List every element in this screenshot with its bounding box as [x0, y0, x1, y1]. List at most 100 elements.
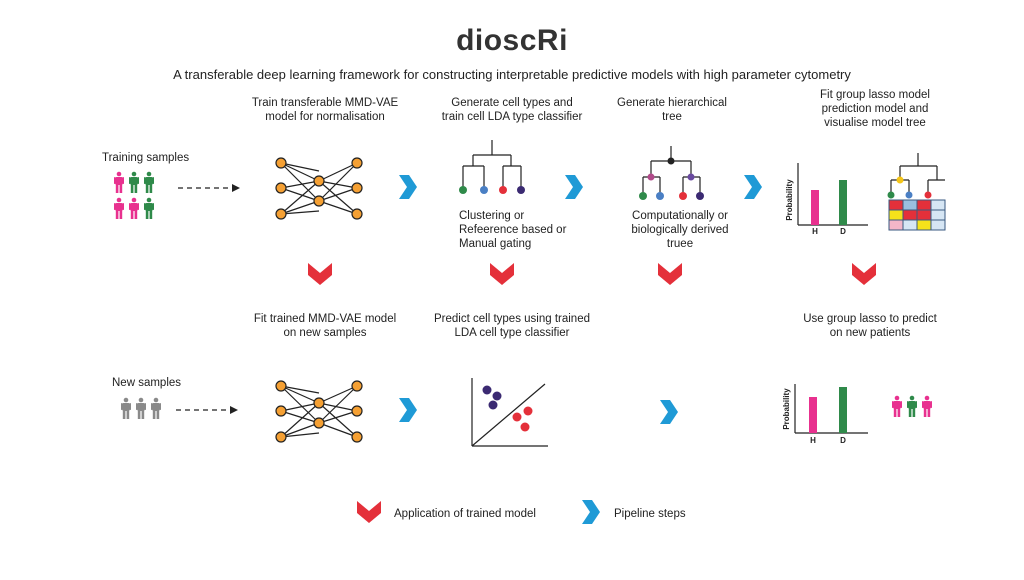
- person-icon: [144, 197, 154, 219]
- probability-bar-chart-bottom: Probability H D: [782, 384, 868, 445]
- tree-leaf: [639, 192, 647, 200]
- diagram-subtitle: A transferable deep learning framework f…: [173, 67, 851, 82]
- network-node: [313, 195, 325, 207]
- network-node: [351, 431, 363, 443]
- legend-red-label: Application of trained model: [394, 508, 536, 520]
- tree-leaf: [887, 191, 895, 199]
- bar-tick-h: H: [810, 436, 816, 445]
- network-node: [313, 417, 325, 429]
- tree-leaf: [696, 192, 704, 200]
- person-icon: [114, 197, 124, 219]
- bar-tick-d: D: [840, 436, 846, 445]
- tree-leaf: [679, 192, 687, 200]
- pipeline-step-chevron-icon: [744, 175, 762, 199]
- scatter-point: [512, 412, 522, 422]
- apply-model-chevron-icon: [308, 263, 332, 285]
- new-samples-label: New samples: [112, 377, 182, 389]
- person-icon: [136, 397, 146, 419]
- person-icon: [129, 197, 139, 219]
- person-icon: [892, 395, 902, 417]
- dashed-arrow-bottom: [176, 406, 238, 414]
- vae-network-top: [275, 157, 363, 220]
- person-icon: [907, 395, 917, 417]
- bar-tick-d: D: [840, 227, 846, 236]
- bar-d: [839, 180, 847, 225]
- network-node: [275, 431, 287, 443]
- network-node: [313, 175, 325, 187]
- apply-model-chevron-icon: [852, 263, 876, 285]
- hierarchical-tree: [642, 146, 701, 195]
- network-node: [351, 380, 363, 392]
- person-icon: [121, 397, 131, 419]
- training-samples-people: [114, 171, 154, 219]
- network-node: [351, 157, 363, 169]
- tree-node: [687, 173, 695, 181]
- heatmap: [888, 199, 946, 231]
- model-tree: [890, 153, 945, 194]
- bar-ylabel-top: Probability: [785, 179, 794, 221]
- pipeline-step-chevron-icon: [565, 175, 583, 199]
- cell-type-leaf: [499, 186, 507, 194]
- cell-type-leaf: [517, 186, 525, 194]
- person-icon: [151, 397, 161, 419]
- scatter-point: [520, 422, 530, 432]
- scatter-point: [492, 391, 502, 401]
- network-node: [275, 208, 287, 220]
- network-node: [275, 380, 287, 392]
- pipeline-step-chevron-icon: [399, 398, 417, 422]
- cell-type-leaf: [480, 186, 488, 194]
- person-icon: [129, 171, 139, 193]
- person-icon: [144, 171, 154, 193]
- pipeline-step-chevron-icon: [660, 400, 678, 424]
- pipeline-step-chevron-icon: [399, 175, 417, 199]
- bar-h: [811, 190, 819, 225]
- tree-leaf: [905, 191, 913, 199]
- person-icon: [114, 171, 124, 193]
- bar-h: [809, 397, 817, 433]
- scatter-point: [523, 406, 533, 416]
- network-node: [275, 405, 287, 417]
- dashed-arrow-top: [178, 184, 240, 192]
- training-samples-label: Training samples: [102, 152, 190, 164]
- vae-network-bottom: [275, 380, 363, 443]
- tree-leaf: [656, 192, 664, 200]
- network-node: [351, 405, 363, 417]
- apply-model-chevron-icon: [658, 263, 682, 285]
- new-patients-people: [892, 395, 932, 417]
- lda-classifier-scatter: [471, 378, 548, 447]
- diagram-title: dioscRi: [456, 24, 568, 57]
- cell-type-tree: [462, 140, 522, 189]
- scatter-point: [488, 400, 498, 410]
- legend-blue-chevron-icon: [582, 500, 600, 524]
- network-node: [351, 182, 363, 194]
- tree-node: [896, 176, 904, 184]
- bar-ylabel-bottom: Probability: [782, 388, 791, 430]
- legend-red-chevron-icon: [357, 501, 381, 523]
- network-node: [275, 182, 287, 194]
- cell-type-leaf: [459, 186, 467, 194]
- bar-d: [839, 387, 847, 433]
- apply-model-chevron-icon: [490, 263, 514, 285]
- network-node: [275, 157, 287, 169]
- network-node: [313, 397, 325, 409]
- tree-node: [647, 173, 655, 181]
- legend-blue-label: Pipeline steps: [614, 508, 686, 520]
- new-samples-people: [121, 397, 161, 419]
- tree-node: [667, 157, 675, 165]
- scatter-point: [482, 385, 492, 395]
- tree-leaf: [924, 191, 932, 199]
- bar-tick-h: H: [812, 227, 818, 236]
- person-icon: [922, 395, 932, 417]
- probability-bar-chart-top: Probability H D: [785, 163, 868, 236]
- network-node: [351, 208, 363, 220]
